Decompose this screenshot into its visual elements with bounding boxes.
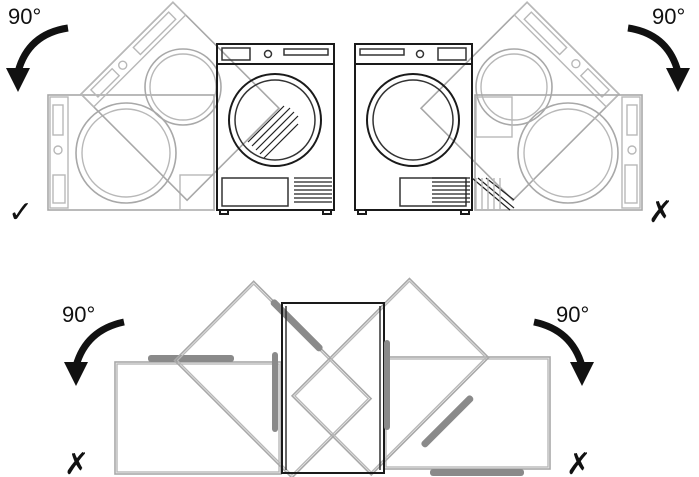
bottom-scene: 90° 90° [62,277,594,477]
not-ok-mark-top-right: ✗ [648,195,673,230]
door-bulge-tilted-left [270,299,323,352]
angle-label-bottom-left: 90° [62,302,95,327]
rotate-right-arrowhead-bottom [570,362,594,386]
angle-label-bottom-right: 90° [556,302,589,327]
top-left-scene: 90° [6,1,335,230]
dryer-ghost-lying-left [47,94,215,211]
ok-mark-top-left: ✓ [8,195,33,230]
dryer-upright-right [354,43,515,215]
rotate-left-arrow-bottom [72,318,125,368]
dryer-ghost-tilted-right [419,1,621,202]
dryer-ghost-tilted-left [79,1,281,202]
top-right-scene: 90° [354,1,690,230]
rotate-right-arrowhead [666,68,690,92]
dryer-ghost-lying-right [474,94,643,211]
angle-label-top-left: 90° [8,4,41,29]
vent-grille-left [294,177,332,203]
rotate-left-arrowhead [6,68,30,92]
dryer-side-upright [272,302,390,474]
not-ok-mark-bottom-right: ✗ [566,447,591,477]
not-ok-mark-bottom-left: ✗ [64,447,89,477]
rotate-left-arrow [14,24,69,73]
filter-hatch-right [471,177,515,211]
angle-label-top-right: 90° [652,4,685,29]
dryer-upright-left [216,43,335,215]
door-bulge-tilted-right [421,395,474,448]
side-ghost-lying-left [114,355,282,475]
rotate-right-arrow-bottom [533,318,586,368]
side-ghost-tilted-right [290,277,490,477]
filter-hatch-left [247,105,299,159]
rotate-right-arrow [627,24,682,73]
vent-grille-right [432,177,470,203]
rotate-left-arrowhead-bottom [64,362,88,386]
side-ghost-lying-right [383,356,551,476]
